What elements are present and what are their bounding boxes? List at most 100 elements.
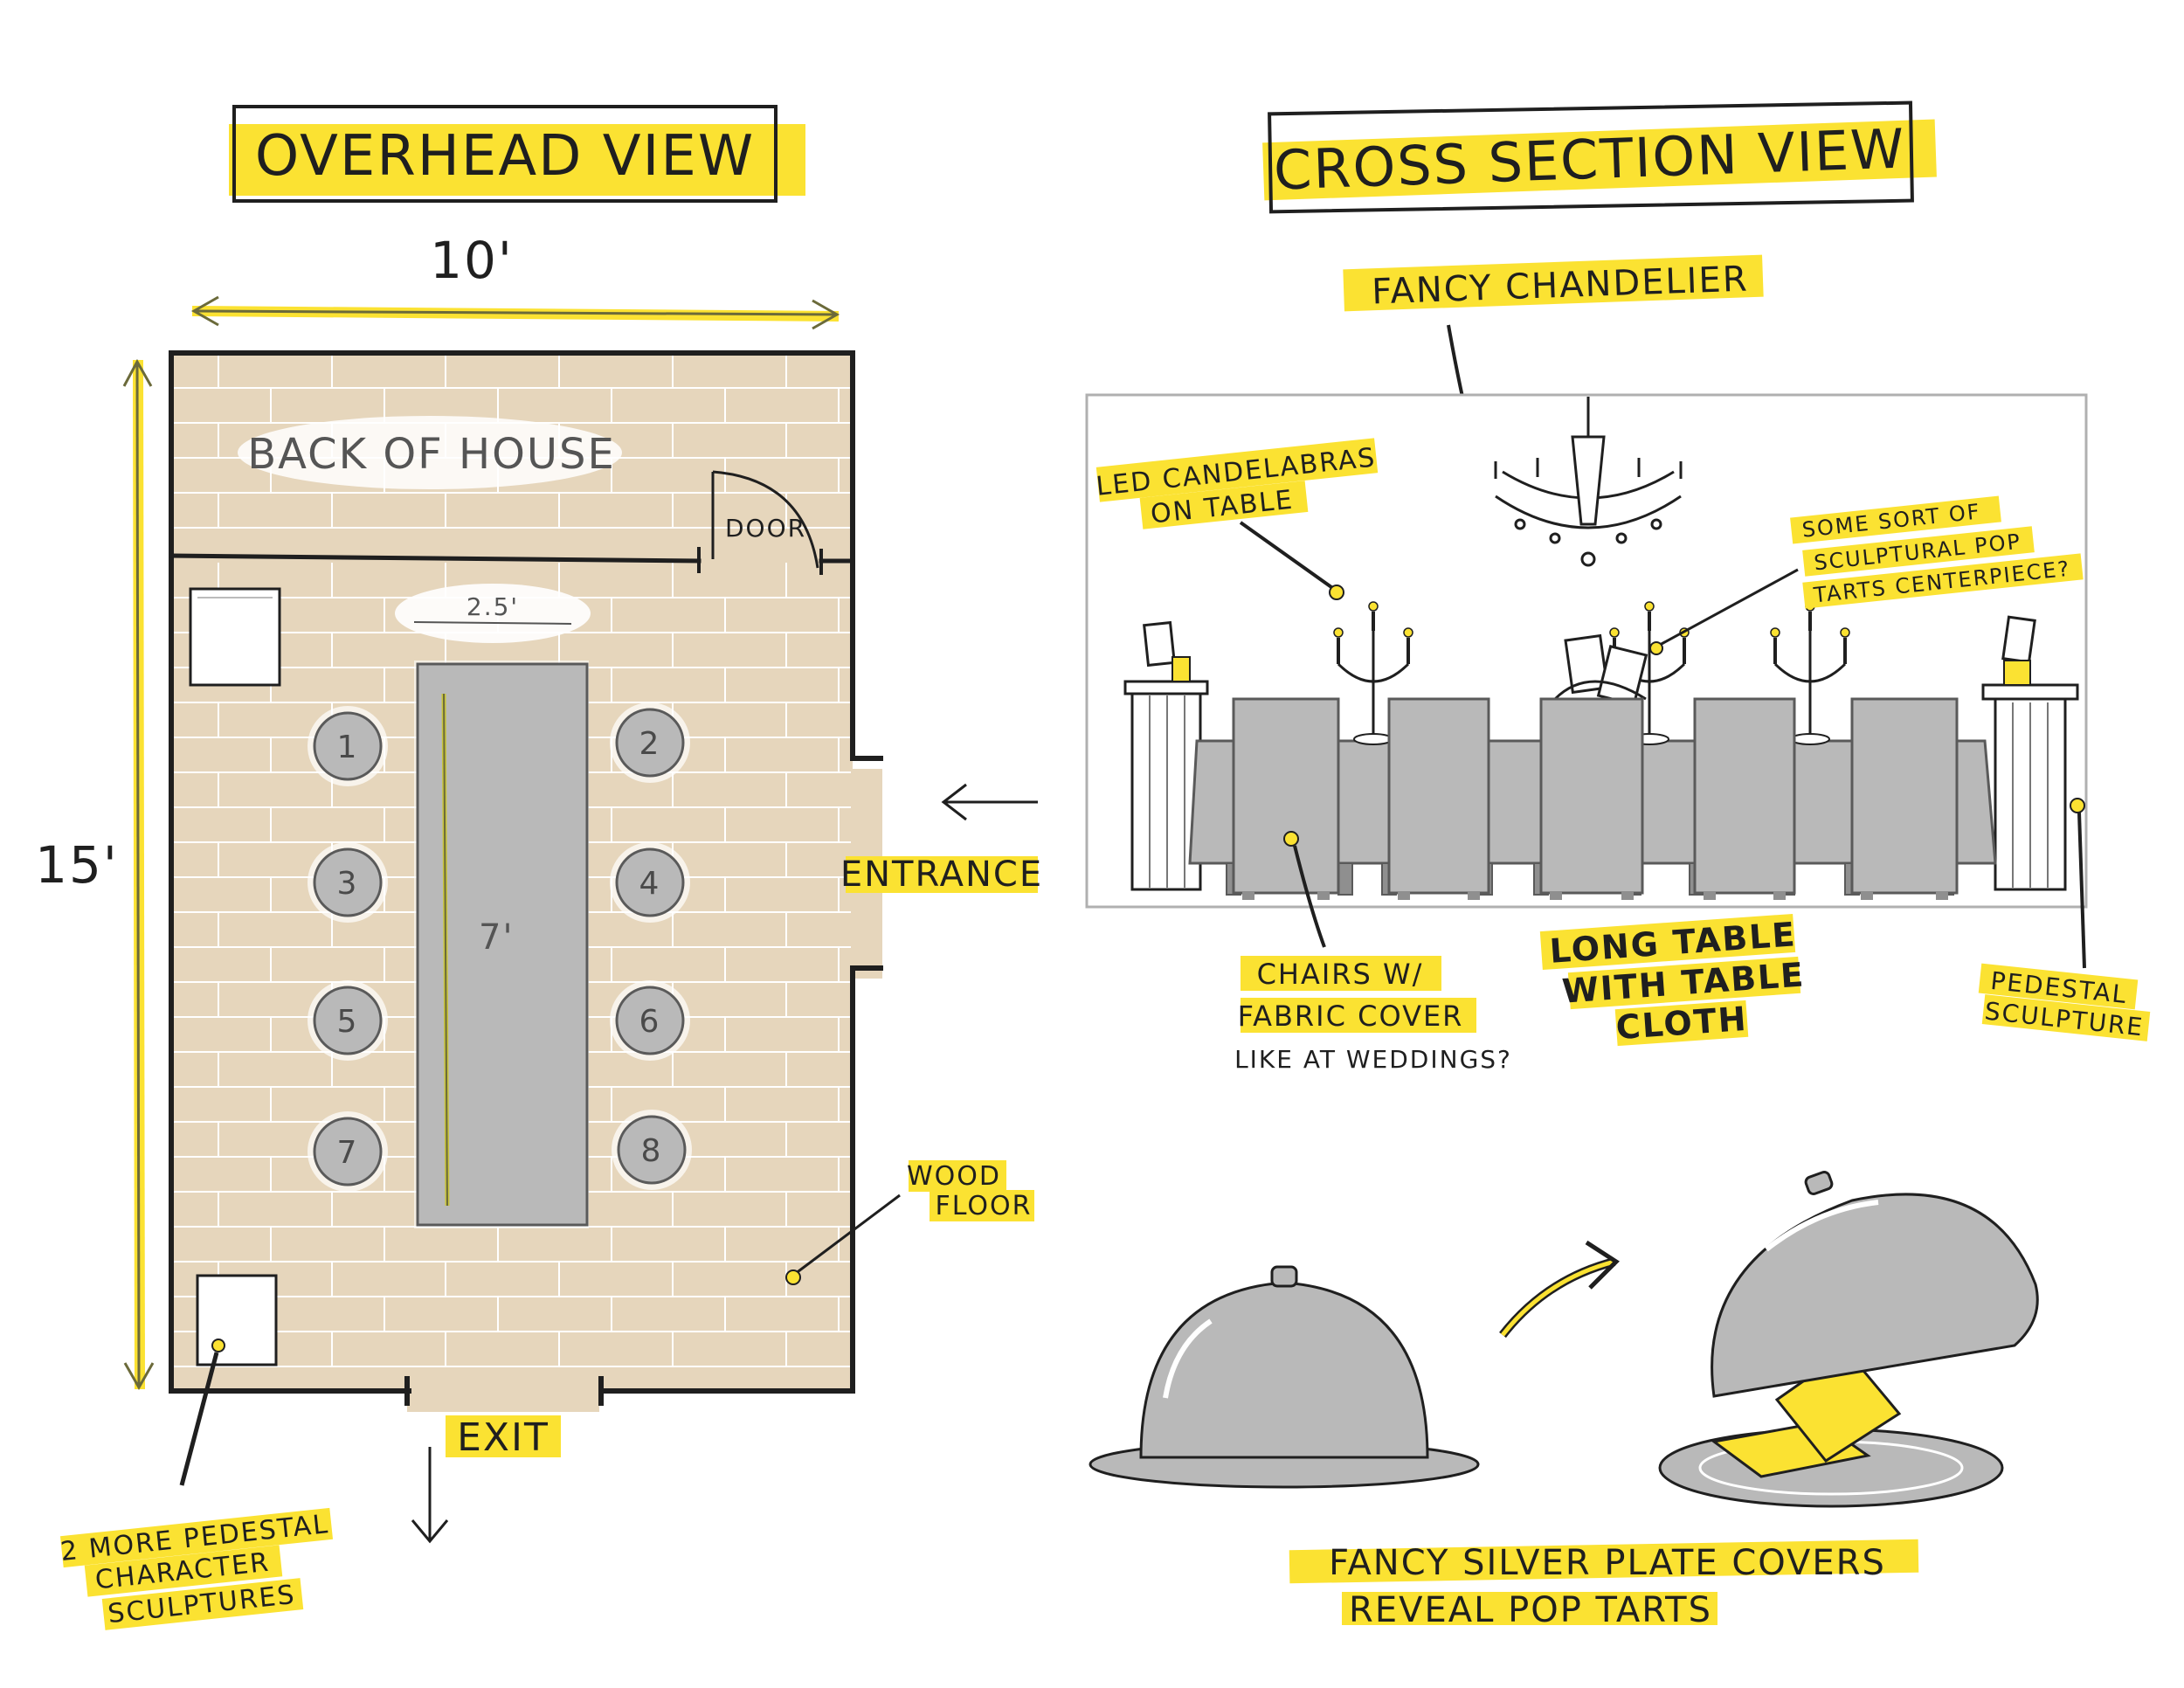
- chairs: [1232, 697, 1959, 900]
- centerpiece-base: [1553, 680, 1647, 701]
- open-cloche: [1711, 1193, 2039, 1398]
- long-table-highlight-3: [1614, 1000, 1749, 1047]
- chairs-label-3: LIKE AT WEDDINGS?: [1234, 1045, 1512, 1074]
- pedestal-left-pop-tart: [1143, 620, 1176, 668]
- chair-leg: [1398, 891, 1410, 900]
- entrance-highlight: [846, 856, 1038, 893]
- pedestal-right-base: [2003, 660, 2031, 686]
- candelabras-leader: [1239, 521, 1333, 589]
- height-arrow-top: [122, 358, 153, 387]
- table-width-label: 2.5': [467, 592, 519, 621]
- candelabra-base: [1353, 733, 1393, 745]
- wood-floor-leader: [794, 1193, 901, 1276]
- back-of-house-label-bg: [238, 416, 622, 489]
- seat-number: 8: [641, 1133, 663, 1169]
- seat-6: [615, 986, 685, 1055]
- chairs-leader: [1293, 845, 1326, 948]
- chandelier-arm-lower: [1495, 495, 1682, 529]
- seat-number: 6: [639, 1004, 661, 1040]
- candelabra-arms: [1337, 662, 1410, 683]
- wood-floor-highlight-2: [930, 1190, 1034, 1221]
- plate-caption-2: REVEAL POP TARTS: [1349, 1590, 1712, 1630]
- chair-1: [1232, 697, 1340, 895]
- centerpiece-leader: [1659, 568, 1799, 647]
- chair-leg: [1704, 891, 1716, 900]
- door-swing: [712, 470, 819, 569]
- seat-number: 1: [337, 730, 359, 765]
- candelabras-marker: [1329, 585, 1344, 600]
- long-table-label-3: CLOTH: [1614, 1000, 1748, 1047]
- chandelier-crystal-5: [1650, 518, 1662, 530]
- closed-cloche-shine: [1163, 1318, 1213, 1399]
- table-length-line: [443, 693, 448, 1207]
- seat-1: [313, 711, 383, 781]
- reveal-arrow-head: [1585, 1240, 1620, 1290]
- table-leg: [1337, 862, 1353, 896]
- chair-leg: [1861, 891, 1873, 900]
- candle-flame: [1403, 627, 1413, 638]
- candle-flame: [1770, 627, 1780, 638]
- exit-highlight: [446, 1415, 561, 1457]
- pedestal-right-cap: [1981, 683, 2079, 701]
- pedestal-callout-leader: [2077, 812, 2086, 969]
- long-table-highlight-2: [1567, 956, 1801, 1010]
- chair-leg: [1550, 891, 1562, 900]
- chandelier-highlight: [1343, 254, 1764, 312]
- pedestal-callout-highlight-2: [1981, 994, 2151, 1041]
- chairs-highlight-2: [1241, 998, 1476, 1033]
- plate-caption-1: FANCY SILVER PLATE COVERS: [1329, 1543, 1886, 1583]
- reveal-arrow: [1501, 1259, 1615, 1337]
- pedestal-left-base: [1171, 656, 1191, 682]
- candelabras: [1333, 601, 1850, 745]
- chair-leg: [1621, 891, 1634, 900]
- candelabra-3: [1770, 601, 1850, 745]
- chairs-label-2: FABRIC COVER: [1238, 1000, 1464, 1033]
- pedestal-left: [1123, 620, 1209, 891]
- seat-4: [615, 847, 685, 917]
- seat-number: 2: [639, 726, 661, 762]
- pedestal-note-highlight-2: [84, 1545, 283, 1597]
- closed-cloche-handle: [1270, 1265, 1298, 1288]
- candle-flame: [1368, 601, 1379, 612]
- seat-8: [617, 1115, 687, 1185]
- pedestal-callout-marker: [2070, 798, 2085, 813]
- candelabras-highlight-1: [1095, 438, 1379, 502]
- pedestal-note-highlight-1: [59, 1507, 334, 1568]
- pedestal-note-leader: [179, 1352, 219, 1486]
- overhead-title: OVERHEAD VIEW: [255, 124, 755, 189]
- pedestal-right-pop-tart: [2001, 615, 2036, 664]
- chair-leg: [1317, 891, 1330, 900]
- walls: [169, 350, 883, 1406]
- height-label: 15': [35, 835, 119, 895]
- exit-arrow-head: [411, 1519, 449, 1544]
- plate-caption-highlight-2: [1342, 1592, 1717, 1625]
- exit-floor: [407, 1387, 599, 1412]
- height-arrow-bottom: [123, 1362, 155, 1391]
- chandelier-crystal-3: [1580, 551, 1596, 567]
- candle-flame: [1644, 601, 1655, 612]
- chandelier-crystal-2: [1549, 532, 1561, 544]
- open-cloche-shine: [1765, 1200, 1879, 1252]
- candelabras-highlight-2: [1139, 481, 1309, 529]
- seat-number: 3: [337, 866, 359, 902]
- seat-7: [313, 1117, 383, 1186]
- wood-floor-highlight-1: [909, 1160, 1006, 1192]
- seat-number: 5: [337, 1004, 359, 1040]
- chandelier-crystal-4: [1615, 532, 1628, 544]
- wood-floor-marker: [785, 1269, 801, 1285]
- seat-2: [615, 708, 685, 778]
- chair-leg: [1468, 891, 1480, 900]
- pedestal-left-cap: [1123, 680, 1209, 695]
- seat-3: [313, 847, 383, 917]
- candelabra-arms: [1773, 662, 1847, 683]
- centerpiece-highlight-3: [1802, 553, 2084, 609]
- wood-floor-label-2: FLOOR: [936, 1191, 1033, 1221]
- back-of-house-wall: [169, 553, 702, 564]
- cross-section-title-box: [1268, 100, 1914, 214]
- candle-flame: [1840, 627, 1850, 638]
- candle-flame: [1333, 627, 1344, 638]
- chairs-marker: [1283, 831, 1299, 847]
- candelabra-1: [1333, 601, 1413, 745]
- cross-section-view: CROSS SECTION VIEW FANCY CHANDELIER: [1085, 100, 2151, 1074]
